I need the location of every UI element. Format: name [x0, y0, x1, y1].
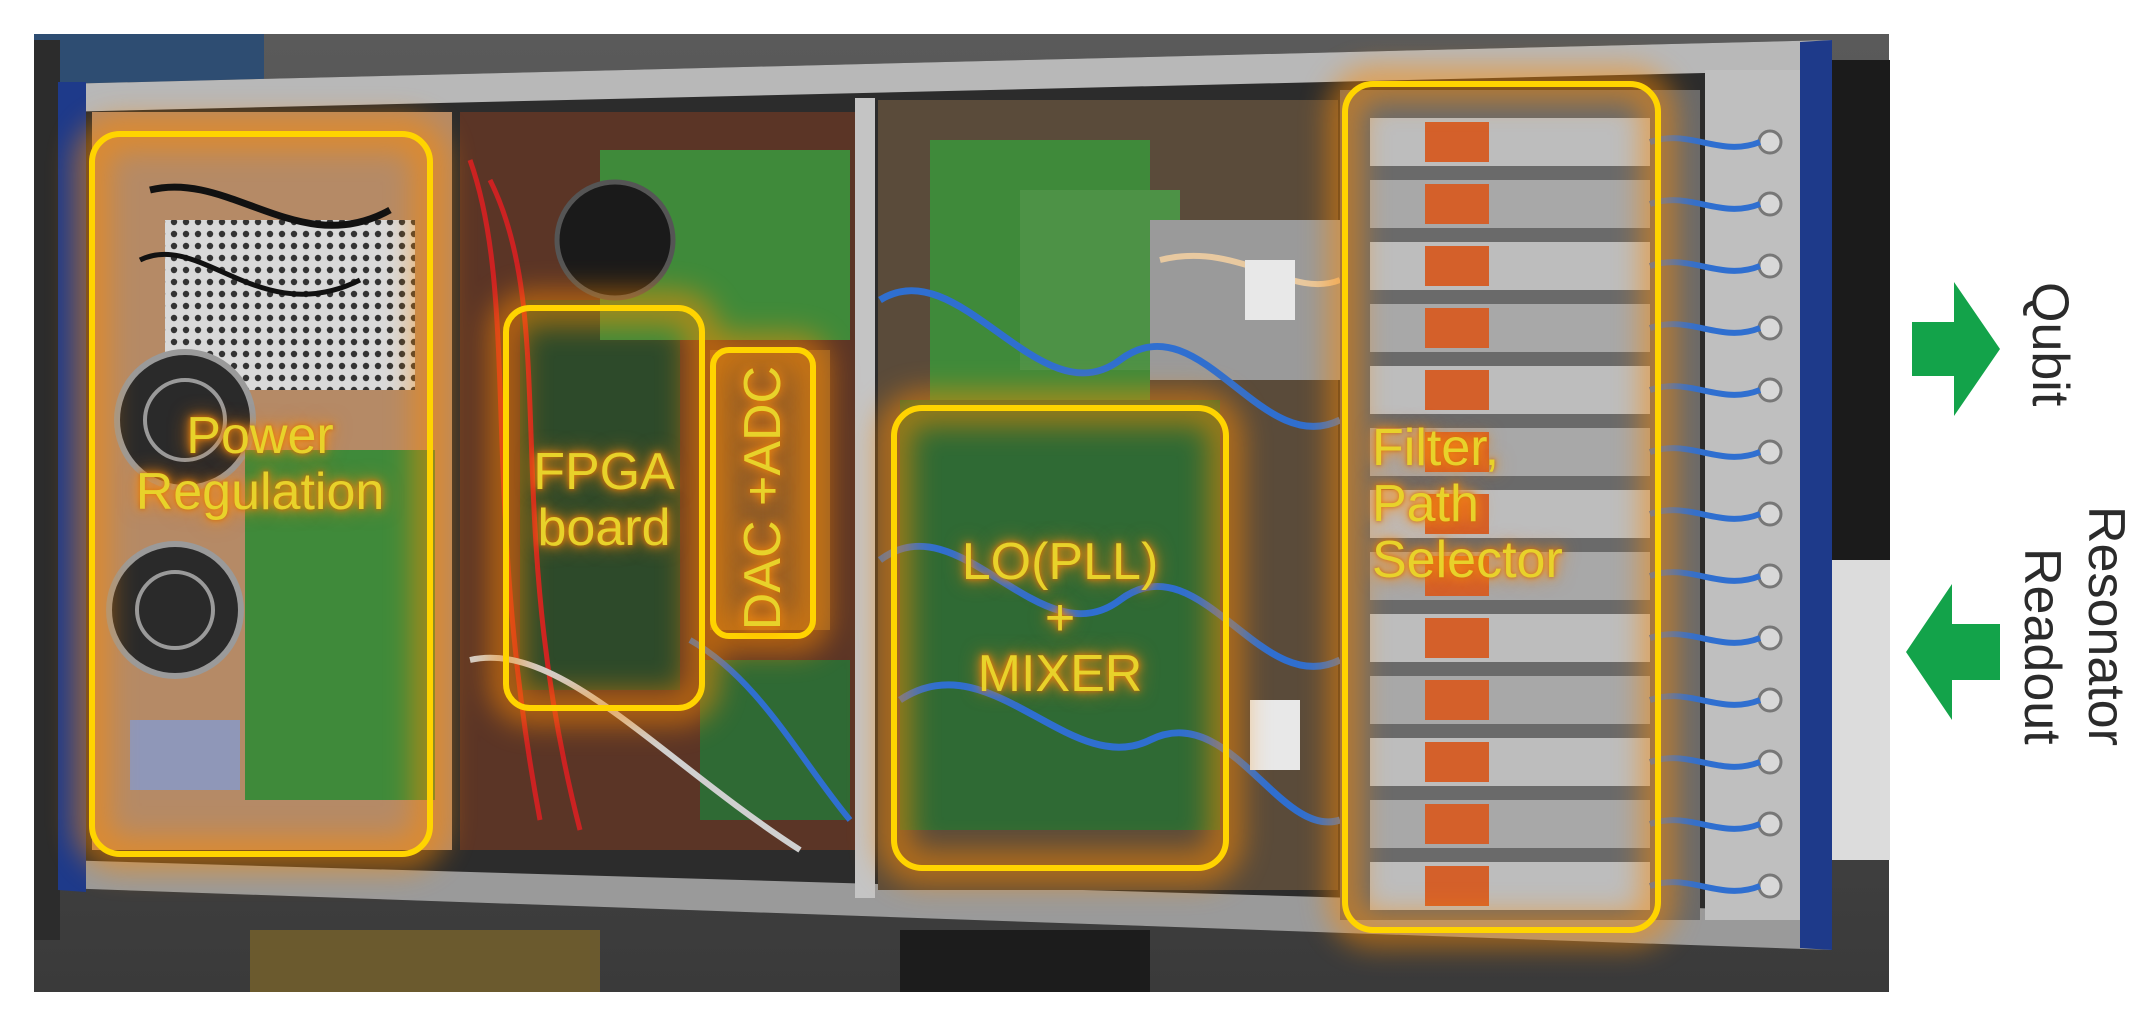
sma-connector	[1757, 377, 1783, 403]
readout-arrow-icon	[1906, 584, 2000, 720]
filter-module	[1370, 242, 1650, 290]
sma-connector	[1757, 191, 1783, 217]
filter-section-hardware	[1340, 90, 1783, 920]
filter-component	[1425, 618, 1489, 658]
sma-connector	[1757, 253, 1783, 279]
filter-component	[1425, 556, 1489, 596]
label-fpga-board: FPGA board	[533, 443, 675, 558]
label-lo-pll-mixer: LO(PLL) + MIXER	[961, 533, 1159, 704]
filter-module	[1370, 738, 1650, 786]
resonator-label: Resonator	[2077, 506, 2135, 746]
sma-connector	[1757, 873, 1783, 899]
module-outlines	[89, 81, 1661, 933]
filter-module	[1370, 676, 1650, 724]
filter-component	[1425, 804, 1489, 844]
filter-module	[1370, 304, 1650, 352]
sma-connector	[1757, 315, 1783, 341]
qubit-label: Qubit	[2021, 282, 2079, 407]
sma-connector	[1757, 563, 1783, 589]
sma-connector	[1757, 749, 1783, 775]
sma-connector	[1757, 811, 1783, 837]
sma-connector	[1757, 687, 1783, 713]
filter-component	[1425, 184, 1489, 224]
label-filter-path-selector: Filter, Path Selector	[1372, 419, 1563, 590]
filter-module	[1370, 552, 1650, 600]
filter-component	[1425, 432, 1489, 472]
filter-component	[1425, 680, 1489, 720]
filter-module	[1370, 800, 1650, 848]
qubit-arrow-icon	[1912, 282, 2000, 416]
sma-connector	[1757, 501, 1783, 527]
readout-label: Readout	[2013, 548, 2071, 745]
filter-module	[1370, 180, 1650, 228]
label-dac-adc: DAC +ADC	[733, 365, 792, 631]
sma-connector	[1757, 129, 1783, 155]
label-power-regulation: Power Regulation	[135, 407, 385, 522]
power-section-hardware	[92, 112, 452, 850]
filter-component	[1425, 370, 1489, 410]
filter-module	[1370, 862, 1650, 910]
filter-module	[1370, 118, 1650, 166]
filter-component	[1425, 866, 1489, 906]
filter-module	[1370, 614, 1650, 662]
filter-component	[1425, 246, 1489, 286]
filter-component	[1425, 742, 1489, 782]
filter-module	[1370, 490, 1650, 538]
filter-module	[1370, 366, 1650, 414]
lo-section-hardware	[877, 100, 1342, 890]
filter-module	[1370, 428, 1650, 476]
filter-component	[1425, 308, 1489, 348]
sma-connector	[1757, 625, 1783, 651]
sma-connector	[1757, 439, 1783, 465]
filter-component	[1425, 122, 1489, 162]
filter-component	[1425, 494, 1489, 534]
